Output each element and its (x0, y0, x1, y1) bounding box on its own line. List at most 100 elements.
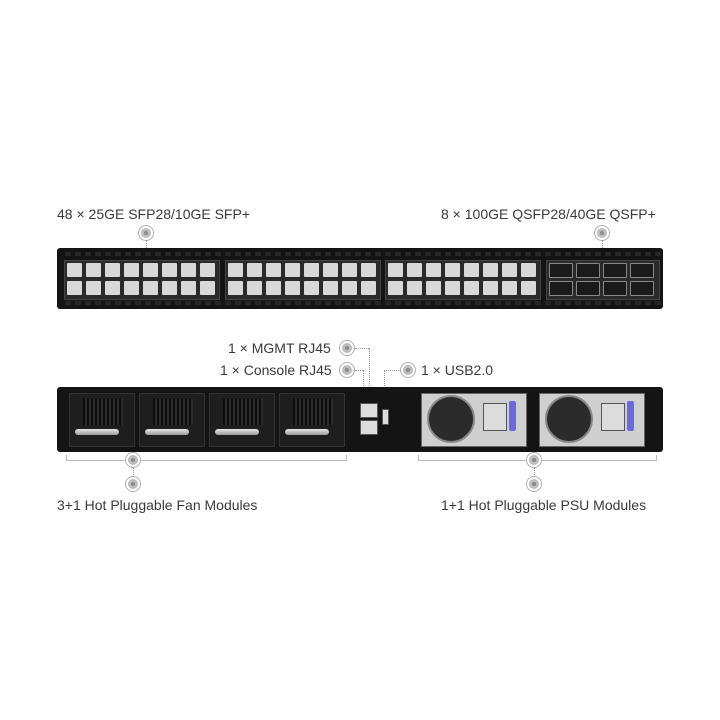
vent-slot (225, 301, 231, 305)
fan-grille (83, 399, 123, 425)
vent-slot (595, 252, 601, 256)
qsfp28-port (549, 263, 573, 278)
vent-slot (445, 301, 451, 305)
sfp28-port (323, 281, 338, 295)
vent-slot (135, 252, 141, 256)
vent-slot (455, 301, 461, 305)
psu-modules-marker2-icon (527, 477, 541, 491)
vent-slot (195, 252, 201, 256)
vent-slot (65, 301, 71, 305)
vent-slot (625, 301, 631, 305)
sfp28-port (266, 263, 281, 277)
vent-slot (595, 301, 601, 305)
vent-slot (475, 252, 481, 256)
vent-slot (195, 301, 201, 305)
vent-slot (375, 301, 381, 305)
vent-slot (625, 252, 631, 256)
qsfp28-port (603, 263, 627, 278)
vent-slot (325, 252, 331, 256)
vent-slot (265, 301, 271, 305)
vent-slot (585, 301, 591, 305)
vent-slot (655, 252, 661, 256)
vent-slot (555, 301, 561, 305)
vent-slot (255, 252, 261, 256)
vent-slot (355, 252, 361, 256)
vent-slot (125, 252, 131, 256)
vent-slot (515, 301, 521, 305)
vent-slot (165, 252, 171, 256)
sfp28-port (521, 263, 536, 277)
sfp28-port (304, 281, 319, 295)
vent-slot (485, 301, 491, 305)
psu-handle (509, 401, 516, 431)
sfp28-port (67, 281, 82, 295)
qsfp28-leader-line (602, 240, 603, 254)
fan-handle (145, 429, 189, 435)
sfp28-port (342, 281, 357, 295)
psu-handle (627, 401, 634, 431)
vent-slot (635, 252, 641, 256)
vent-slot (185, 252, 191, 256)
vent-slot (255, 301, 261, 305)
vent-slot (205, 301, 211, 305)
vent-slot (395, 252, 401, 256)
fan-grille (293, 399, 333, 425)
fan-handle (75, 429, 119, 435)
sfp28-port (407, 281, 422, 295)
vent-slot (655, 301, 661, 305)
sfp28-ports-label: 48 × 25GE SFP28/10GE SFP+ (57, 206, 250, 222)
vent-slot (635, 301, 641, 305)
vent-slot (585, 252, 591, 256)
fan-leader-line (133, 467, 134, 477)
sfp28-port (388, 281, 403, 295)
sfp28-port (181, 281, 196, 295)
fan-modules-bracket (66, 455, 347, 461)
console-port-label: 1 × Console RJ45 (220, 362, 332, 378)
vent-slot (495, 252, 501, 256)
vent-slot (645, 301, 651, 305)
vent-slot (95, 252, 101, 256)
vent-slot (545, 301, 551, 305)
vent-slot (425, 301, 431, 305)
psu-fan-icon (427, 395, 475, 443)
fan-grille (223, 399, 263, 425)
sfp28-leader-line (146, 240, 147, 254)
fan-modules-marker-icon (126, 453, 140, 467)
vent-slot (405, 252, 411, 256)
vent-slot (555, 252, 561, 256)
vent-slot (65, 252, 71, 256)
usb-port-label: 1 × USB2.0 (421, 362, 493, 378)
sfp28-marker-icon (139, 226, 153, 240)
vent-slot (495, 301, 501, 305)
sfp28-port (483, 281, 498, 295)
vent-slot (285, 252, 291, 256)
sfp28-port (304, 263, 319, 277)
qsfp28-port (603, 281, 627, 296)
sfp28-port (483, 263, 498, 277)
vent-slot (345, 252, 351, 256)
console-leader-v (363, 370, 364, 400)
sfp28-port (200, 281, 215, 295)
qsfp28-port (576, 263, 600, 278)
sfp28-port (124, 281, 139, 295)
rear-panel (57, 387, 663, 452)
sfp28-port (342, 263, 357, 277)
vent-slot (525, 301, 531, 305)
vent-slot (515, 252, 521, 256)
sfp28-port (143, 263, 158, 277)
mgmt-leader-v (369, 348, 370, 400)
vent-slot (95, 301, 101, 305)
vent-slot (85, 252, 91, 256)
vent-slot (235, 252, 241, 256)
vent-slot (175, 252, 181, 256)
sfp28-port (124, 263, 139, 277)
vent-slot (425, 252, 431, 256)
psu-fan-icon (545, 395, 593, 443)
vent-slot (415, 301, 421, 305)
vent-slot (75, 301, 81, 305)
vent-slot (365, 301, 371, 305)
sfp28-port (502, 263, 517, 277)
vent-slot (275, 252, 281, 256)
vent-slot (565, 252, 571, 256)
vent-slot (575, 252, 581, 256)
